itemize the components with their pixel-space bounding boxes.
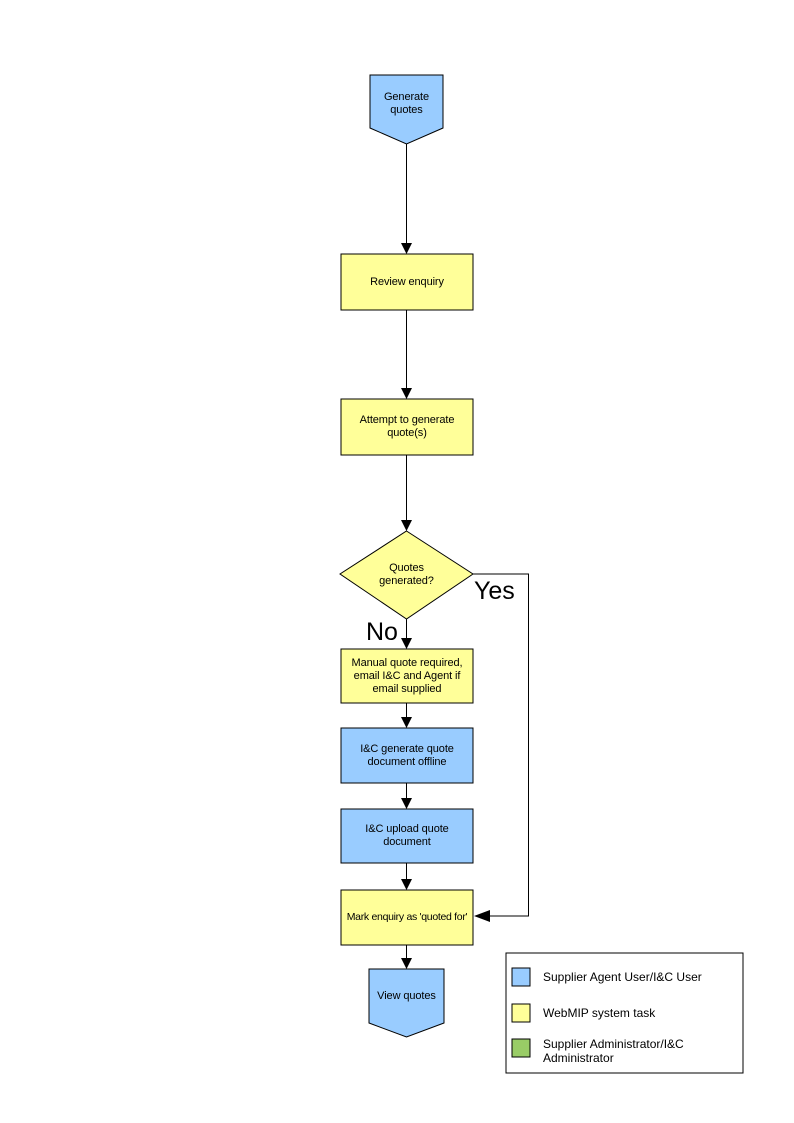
arrow-head-attempt <box>401 388 412 399</box>
edge-decision-yes-mark <box>473 573 529 917</box>
node-start-label: Generate quotes <box>383 91 430 116</box>
node-attempt-shape <box>340 398 474 456</box>
node-decision-label: Quotes generated? <box>379 562 434 587</box>
node-end-label: View quotes <box>377 989 436 1002</box>
arrow-head-upload <box>401 798 412 809</box>
legend-label-system-task: WebMIP system task <box>543 1006 656 1020</box>
arrow-head-manual <box>401 638 412 649</box>
node-offline-label: I&C generate quote document offline <box>360 742 454 768</box>
legend-box <box>505 952 744 1074</box>
branch-yes-label: Yes <box>474 577 515 605</box>
legend-swatch-agent-user <box>511 967 531 987</box>
arrow-head-offline <box>401 717 412 728</box>
legend-swatch-system-task <box>511 1003 531 1023</box>
node-start-shape <box>369 74 444 145</box>
node-upload-label: I&C upload quote document <box>365 823 449 848</box>
legend-label-administrator: Supplier Administrator/I&C Administrator <box>543 1037 684 1065</box>
node-upload-shape <box>340 808 474 864</box>
node-mark-shape <box>340 889 474 946</box>
node-manual-label: Manual quote required, email I&C and Age… <box>351 656 463 695</box>
arrow-head-yes-mark <box>474 910 490 922</box>
node-review-label: Review enquiry <box>370 275 444 288</box>
node-offline-shape <box>340 727 474 784</box>
arrow-head-decision <box>401 520 412 531</box>
arrow-head-review <box>401 243 412 254</box>
node-review-shape <box>340 253 474 311</box>
legend-label-agent-user: Supplier Agent User/I&C User <box>543 970 702 984</box>
node-decision-shape <box>339 530 474 620</box>
arrow-head-mark <box>401 879 412 890</box>
legend-swatch-administrator <box>511 1038 531 1058</box>
node-end-shape <box>368 968 445 1038</box>
node-mark-label: Mark enquiry as 'quoted for' <box>346 911 468 923</box>
branch-no-label: No <box>366 618 398 646</box>
node-manual-shape <box>340 648 474 704</box>
node-attempt-label: Attempt to generate quote(s) <box>359 414 455 439</box>
arrow-head-end <box>401 958 412 969</box>
